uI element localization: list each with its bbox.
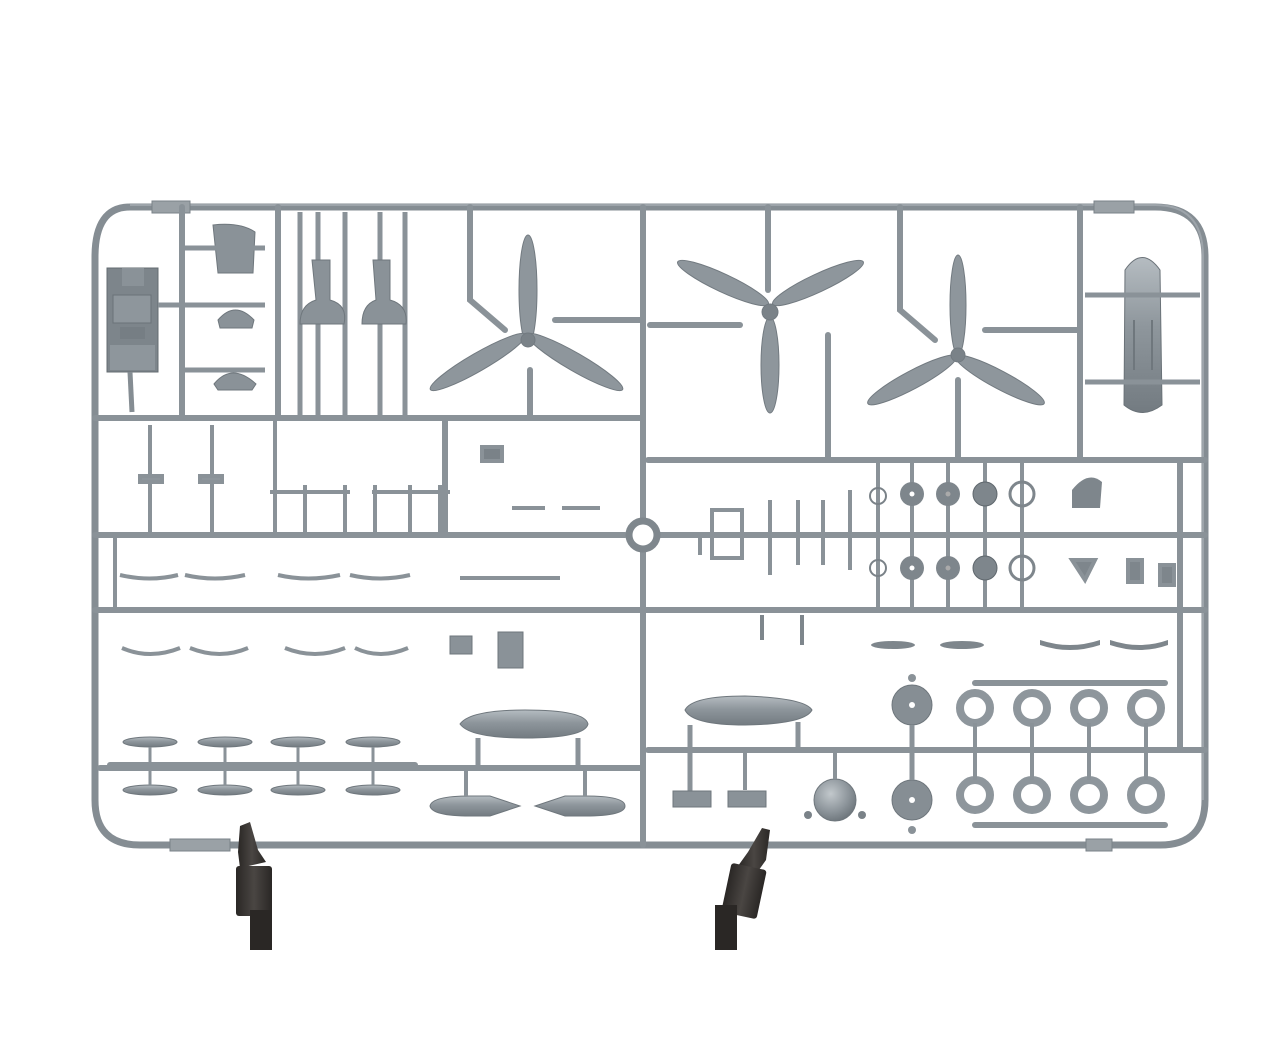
small-plates [449, 631, 524, 669]
stand-clip-right [715, 828, 770, 950]
stand-clip-left [236, 822, 272, 950]
landing-gear-parts [138, 420, 600, 535]
small-struts-right [698, 490, 1176, 587]
centre-ring [625, 517, 661, 553]
gear-doors-row [113, 535, 560, 656]
bombs [122, 736, 401, 796]
antenna-parts [760, 615, 1168, 650]
propeller-2 [677, 259, 864, 414]
drop-tank-large-1 [459, 709, 589, 768]
drop-tank-large-2 [684, 695, 813, 800]
wheel-hubs [869, 460, 1102, 610]
main-wheels [891, 674, 933, 834]
cockpit-tub-part [106, 267, 182, 413]
seat-parts [297, 212, 408, 418]
small-blocks [672, 790, 767, 808]
propeller-3 [867, 254, 1045, 406]
sprue-tags [151, 200, 1135, 852]
drop-tank-small-pair [429, 768, 626, 817]
internal-runners [92, 204, 1208, 848]
cockpit-panels [182, 223, 265, 391]
ventral-panel-part [1085, 257, 1200, 413]
propeller-1 [429, 234, 624, 392]
spherical-part [804, 750, 866, 822]
